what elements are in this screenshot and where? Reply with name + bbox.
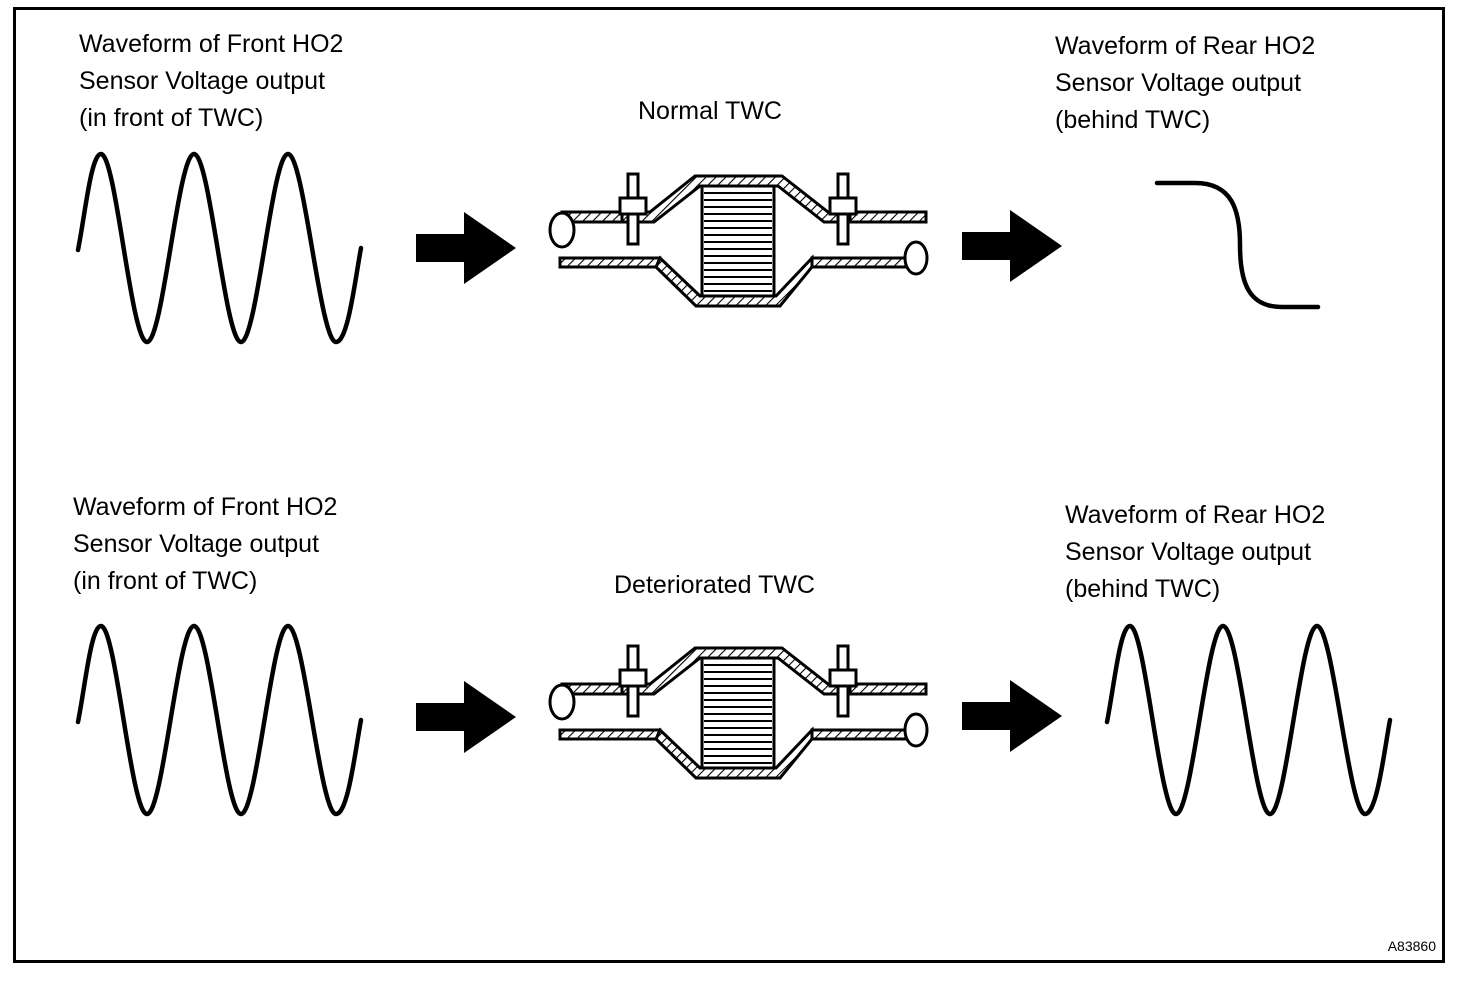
bottom-front-label: Waveform of Front HO2 Sensor Voltage out…: [73, 489, 337, 600]
bottom-arrow-left-icon: [416, 681, 516, 753]
top-front-waveform: [75, 151, 364, 345]
bottom-rear-label-line-3: (behind TWC): [1065, 575, 1221, 603]
top-rear-label-line-1: Waveform of Rear HO2: [1055, 32, 1316, 60]
bottom-twc-label: Deteriorated TWC: [614, 571, 815, 599]
top-front-label: Waveform of Front HO2 Sensor Voltage out…: [79, 26, 343, 137]
top-rear-label-line-3: (behind TWC): [1055, 106, 1211, 134]
top-arrow-left-icon: [416, 212, 516, 284]
top-front-label-line-2: Sensor Voltage output: [79, 67, 326, 95]
diagram-frame: [13, 7, 1445, 963]
bottom-rear-label: Waveform of Rear HO2 Sensor Voltage outp…: [1065, 497, 1325, 608]
bottom-rear-label-line-1: Waveform of Rear HO2: [1065, 501, 1326, 529]
top-front-label-line-3: (in front of TWC): [79, 104, 264, 132]
top-converter-icon: [548, 172, 929, 308]
bottom-arrow-right-icon: [962, 680, 1062, 752]
top-rear-label-line-2: Sensor Voltage output: [1055, 69, 1302, 97]
bottom-front-label-line-3: (in front of TWC): [73, 567, 258, 595]
figure-code: A83860: [1387, 938, 1436, 954]
bottom-converter-icon: [548, 644, 929, 780]
top-twc-label: Normal TWC: [638, 97, 782, 125]
top-rear-label: Waveform of Rear HO2 Sensor Voltage outp…: [1055, 28, 1315, 139]
top-front-label-line-1: Waveform of Front HO2: [79, 30, 344, 58]
bottom-rear-waveform: [1104, 623, 1393, 817]
bottom-front-waveform: [75, 623, 364, 817]
bottom-rear-label-line-2: Sensor Voltage output: [1065, 538, 1312, 566]
bottom-front-label-line-2: Sensor Voltage output: [73, 530, 320, 558]
top-arrow-right-icon: [962, 210, 1062, 282]
bottom-front-label-line-1: Waveform of Front HO2: [73, 493, 338, 521]
top-rear-waveform: [1154, 180, 1321, 310]
